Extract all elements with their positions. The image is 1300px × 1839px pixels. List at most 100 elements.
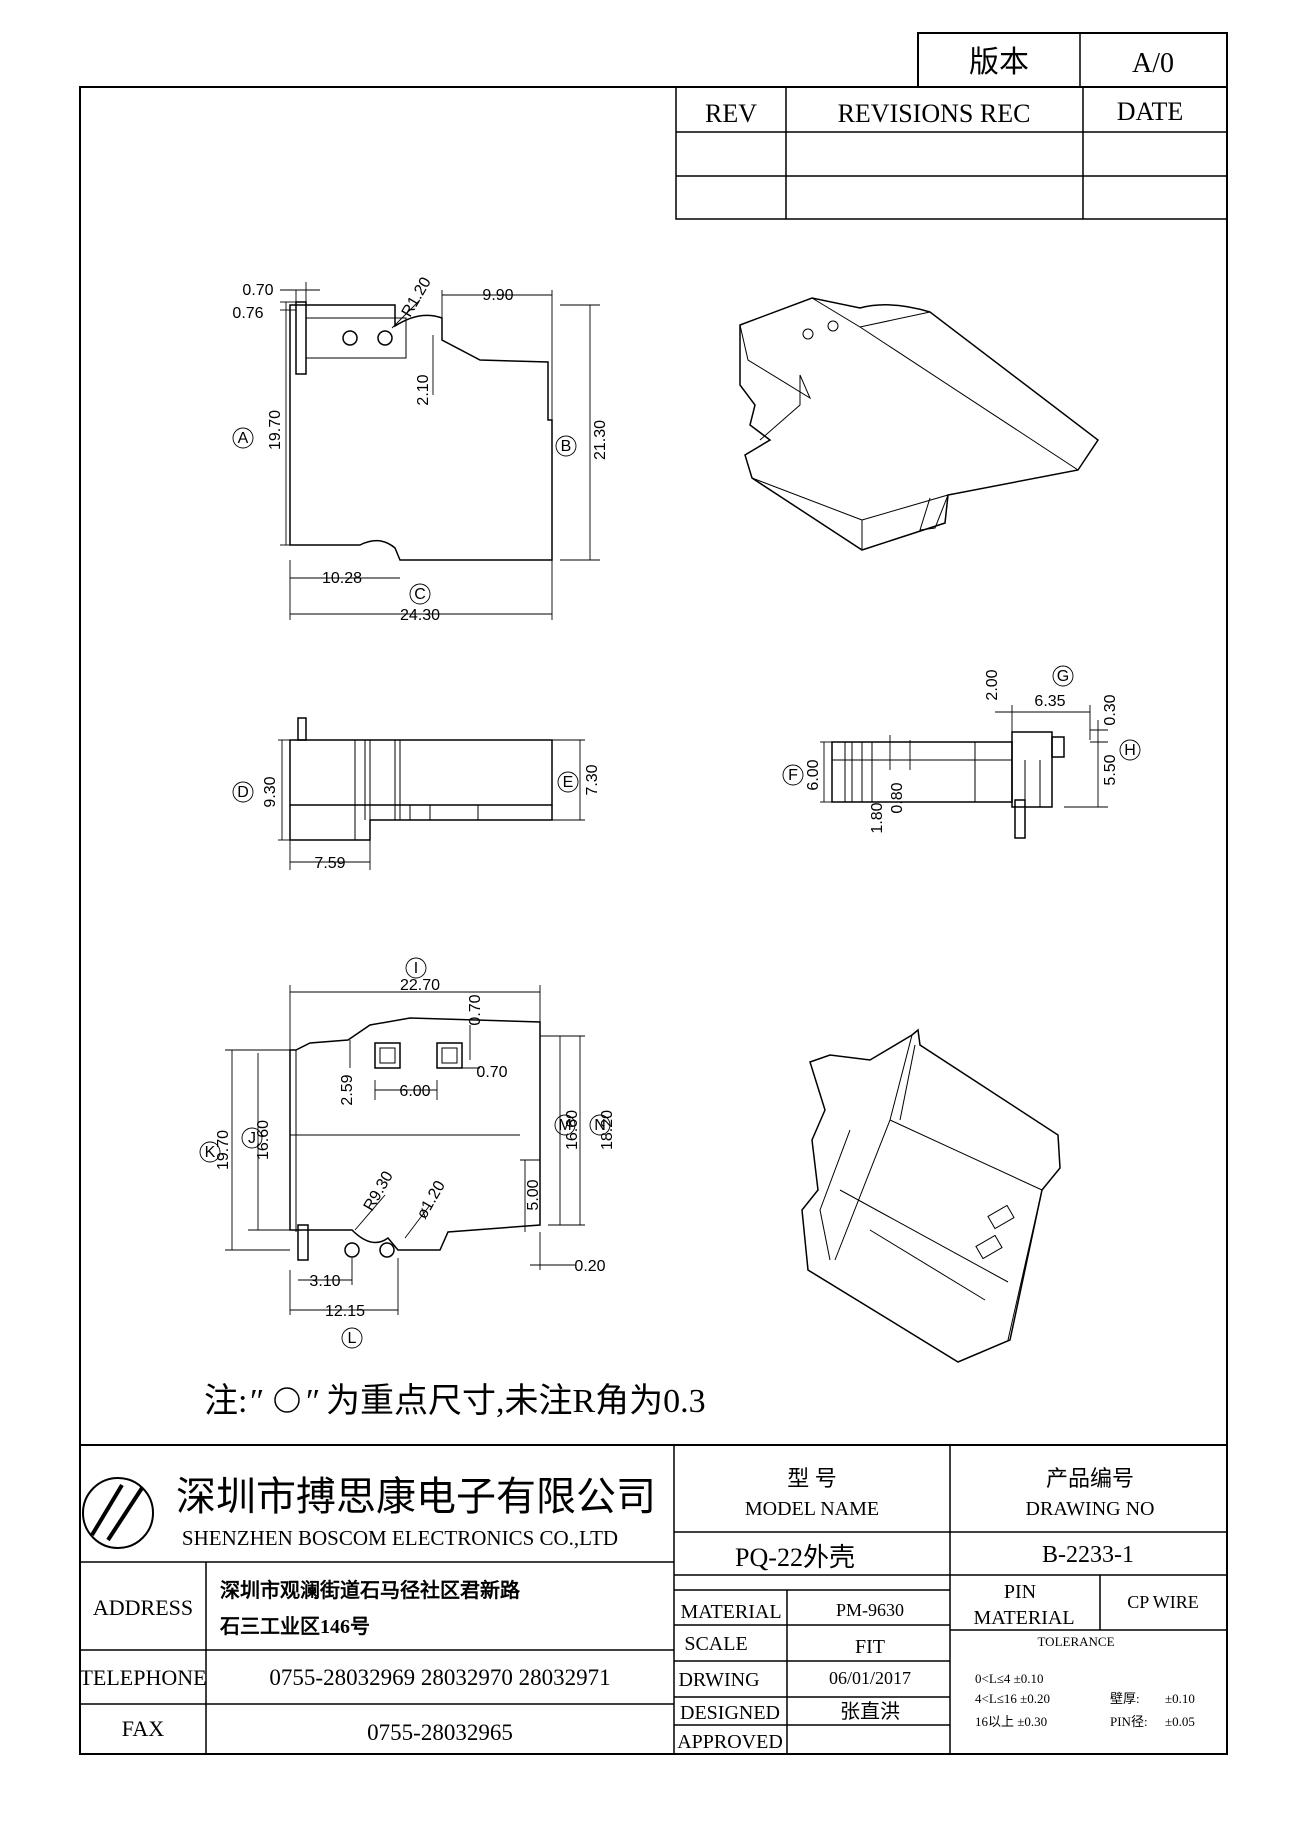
side-view: 2.00 6.35 0.30 5.50 6.00 1.80 0.80 F G H [782, 665, 1141, 839]
drawing-label-en: DRAWING NO [1026, 1498, 1155, 1520]
designed-value: 张直洪 [840, 1700, 900, 1723]
dim-text: 2.00 [984, 669, 1001, 700]
date-header: DATE [1117, 97, 1183, 126]
dim-text: 0.70 [467, 994, 484, 1025]
dim-text: 7.59 [314, 855, 345, 872]
telephone-label: TELEPHONE [79, 1665, 206, 1690]
dim-text: 0.80 [889, 782, 906, 813]
dim-text: 6.35 [1034, 693, 1065, 710]
note-quote-close: ″ [306, 1383, 320, 1420]
dim-text: 22.70 [400, 977, 440, 994]
dim-text: 0.70 [476, 1064, 507, 1081]
note-quote-open: ″ [250, 1383, 264, 1420]
scale-value: FIT [855, 1636, 885, 1658]
dim-text: 16.60 [564, 1110, 581, 1150]
pin-material-label: MATERIAL [973, 1607, 1074, 1629]
dim-text: 5.50 [1102, 754, 1119, 785]
tolerance-line-3: 16以上 ±0.30 [975, 1714, 1047, 1729]
marker-label: E [563, 774, 574, 791]
isometric-view-top [739, 297, 1100, 551]
dim-text: 7.30 [584, 764, 601, 795]
dim-text: 2.59 [339, 1074, 356, 1105]
note-text: 为重点尺寸,未注R角为0.3 [326, 1382, 706, 1420]
revisions-rec-header: REVISIONS REC [838, 99, 1031, 128]
marker-circle [341, 1327, 363, 1349]
marker-label: J [248, 1130, 256, 1147]
pin-label: PIN [1004, 1581, 1036, 1603]
model-value: PQ-22外壳 [735, 1543, 855, 1572]
dim-text: 6.00 [399, 1083, 430, 1100]
tolerance-line-2: 4<L≤16 ±0.20 [975, 1691, 1050, 1706]
designed-label: DESIGNED [680, 1702, 780, 1724]
marker-circle [555, 435, 577, 457]
dim-text: 0.20 [574, 1258, 605, 1275]
drwing-label: DRWING [678, 1669, 759, 1691]
dim-text: 5.00 [525, 1179, 542, 1210]
bottom-view: 22.70 0.70 0.70 2.59 6.00 19.70 16.60 16… [199, 957, 616, 1349]
telephone-value: 0755-28032969 28032970 28032971 [269, 1665, 610, 1690]
marker-label: K [205, 1144, 216, 1161]
dim-text: 10.28 [322, 570, 362, 587]
dim-text: R9.30 [361, 1168, 397, 1214]
pin-dia-label: PIN径: [1110, 1714, 1148, 1729]
address-line-2: 石三工业区146号 [219, 1615, 370, 1638]
dim-text: 12.15 [325, 1303, 365, 1320]
drawing-label-cn: 产品编号 [1046, 1466, 1134, 1491]
dim-text: 21.30 [592, 420, 609, 460]
dim-text: 2.10 [415, 374, 432, 405]
dim-text: R1.20 [399, 274, 435, 320]
isometric-view-bottom [801, 1028, 1061, 1363]
marker-circle [232, 427, 254, 449]
approved-label: APPROVED [677, 1731, 783, 1753]
marker-label: F [788, 767, 798, 784]
model-label-cn: 型 号 [787, 1466, 837, 1491]
version-value: A/0 [1132, 48, 1174, 79]
marker-circle [782, 764, 804, 786]
version-label: 版本 [969, 46, 1029, 79]
marker-circle [557, 771, 579, 793]
model-label-en: MODEL NAME [745, 1498, 879, 1520]
tolerance-line-1: 0<L≤4 ±0.10 [975, 1671, 1044, 1686]
dim-text: 6.00 [805, 759, 822, 790]
marker-label: N [594, 1117, 606, 1134]
drawing-value: B-2233-1 [1042, 1542, 1134, 1568]
version-block: 版本 A/0 [917, 32, 1228, 88]
pin-material-value: CP WIRE [1127, 1592, 1199, 1612]
material-label: MATERIAL [680, 1601, 781, 1623]
revision-table: REV REVISIONS REC DATE [675, 86, 1228, 220]
marker-circle [554, 1114, 576, 1136]
marker-circle [1052, 665, 1074, 687]
marker-label: B [561, 438, 572, 455]
marker-circle [589, 1114, 611, 1136]
dim-text: 0.76 [232, 305, 263, 322]
marker-circle [232, 781, 254, 803]
company-name-en: SHENZHEN BOSCOM ELECTRONICS CO.,LTD [182, 1526, 618, 1550]
circle-symbol-icon [274, 1387, 300, 1413]
note: 注: ″ ″ 为重点尺寸,未注R角为0.3 [204, 1382, 706, 1420]
dim-text: 16.60 [255, 1120, 272, 1160]
dim-text: 0.70 [242, 282, 273, 299]
dim-text: 18.20 [599, 1110, 616, 1150]
note-prefix: 注: [204, 1382, 247, 1420]
marker-circle [241, 1127, 263, 1149]
fax-value: 0755-28032965 [367, 1720, 513, 1745]
dim-text: 19.70 [215, 1130, 232, 1170]
dim-text: 24.30 [400, 607, 440, 624]
pin-dia-value: ±0.05 [1165, 1714, 1195, 1729]
marker-label: M [558, 1117, 571, 1134]
drwing-value: 06/01/2017 [829, 1668, 911, 1688]
marker-label: A [238, 430, 249, 447]
dim-text: 19.70 [267, 410, 284, 450]
company-logo [82, 1477, 154, 1549]
front-view: 9.30 7.30 7.59 D E [232, 717, 601, 872]
top-view: 0.70 0.76 R1.20 9.90 2.10 19.70 21.30 10… [232, 274, 609, 624]
rev-header: REV [705, 99, 757, 128]
marker-label: I [414, 960, 418, 977]
dim-text: 9.30 [262, 776, 279, 807]
marker-label: D [237, 784, 249, 801]
material-value: PM-9630 [836, 1600, 904, 1620]
marker-label: H [1124, 742, 1136, 759]
fax-label: FAX [122, 1716, 164, 1741]
marker-label: G [1057, 668, 1069, 685]
